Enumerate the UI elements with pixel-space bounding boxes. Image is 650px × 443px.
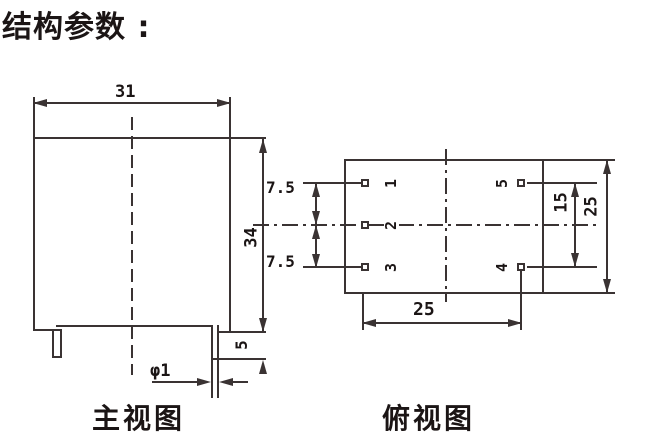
front-left-pin <box>52 329 62 358</box>
dia-leader-left <box>152 381 200 383</box>
dim-height-label: 34 <box>241 227 262 248</box>
dim25r-arrow-bottom <box>603 279 611 293</box>
page-title: 结构参数 : <box>2 10 151 45</box>
front-right-pin-left-edge <box>211 325 213 398</box>
dim5-arrow <box>259 360 267 374</box>
pin3-leader <box>303 266 361 268</box>
pin2-label: 2 <box>382 219 401 232</box>
dim34-ext-top <box>231 137 266 139</box>
dim-col-span-label: 25 <box>413 299 435 320</box>
dia-arrow-right <box>219 378 233 386</box>
pitch-arrow-bottom <box>312 254 320 268</box>
pitch-arrow-top <box>312 183 320 197</box>
dim-row-span-label: 15 <box>551 191 572 214</box>
dim34-arrow-bottom <box>259 318 267 332</box>
front-center-line <box>131 117 133 375</box>
dia-leader-right <box>231 381 248 383</box>
dim31-line <box>33 102 231 104</box>
dim25b-arrow-left <box>362 319 376 327</box>
dim25r-line <box>606 160 608 293</box>
top-center-line-horizontal <box>253 224 601 226</box>
front-view-label: 主视图 <box>92 402 186 435</box>
pin4-leader <box>527 266 597 268</box>
dim25b-line <box>362 322 522 324</box>
dim-body-span-label: 25 <box>581 195 602 218</box>
pin5-leader <box>527 182 597 184</box>
front-step-line <box>219 331 266 333</box>
pin3-pad <box>361 263 369 271</box>
dim34-line <box>262 139 264 332</box>
dim-pitch-lower-label: 7.5 <box>266 252 295 271</box>
dim31-ext-right <box>229 97 231 138</box>
dim15-arrow-bottom <box>571 253 579 267</box>
front-body-right-edge <box>229 137 231 333</box>
dim34-arrow-top <box>259 139 267 153</box>
pitch-arrow-mid-upper <box>312 211 320 225</box>
pin1-pad <box>361 179 369 187</box>
pin5-pad <box>517 179 525 187</box>
dim25r-arrow-top <box>603 160 611 174</box>
dia-arrow-left <box>197 378 211 386</box>
top-body-top-edge <box>344 159 615 161</box>
top-body-left-edge <box>344 159 346 294</box>
top-body-bottom-edge <box>344 292 615 294</box>
front-right-pin-right-edge <box>217 325 219 398</box>
pin4-pad <box>517 263 525 271</box>
pin1-leader <box>303 182 361 184</box>
front-left-foot-edge <box>33 329 54 331</box>
dim31-arrow-right <box>217 99 231 107</box>
pin1-label: 1 <box>382 177 401 190</box>
dim-diameter-label: φ1 <box>150 361 171 381</box>
dim31-ext-left <box>33 97 35 138</box>
pin2-pad <box>361 221 369 229</box>
front-body-bottom-edge <box>56 325 212 327</box>
pin3-label: 3 <box>382 261 401 274</box>
pin5-label: 5 <box>493 177 512 190</box>
top-view-label: 俯视图 <box>382 402 476 435</box>
pitch-arrow-mid-lower <box>312 225 320 239</box>
dim-width-label: 31 <box>115 82 136 102</box>
pin4-label: 4 <box>493 261 512 274</box>
dim15-line <box>574 183 576 267</box>
front-body-left-edge <box>33 137 35 331</box>
dim-standoff-label: 5 <box>231 340 251 350</box>
dim31-arrow-left <box>33 99 47 107</box>
top-body-right-edge <box>542 159 544 294</box>
dim-pitch-upper-label: 7.5 <box>266 178 295 197</box>
dim5-ext-bottom <box>211 358 266 360</box>
dim25b-arrow-right <box>508 319 522 327</box>
pin-column-ext-line <box>362 294 364 330</box>
dim15-arrow-top <box>571 183 579 197</box>
pin4-ext-line <box>520 271 522 330</box>
